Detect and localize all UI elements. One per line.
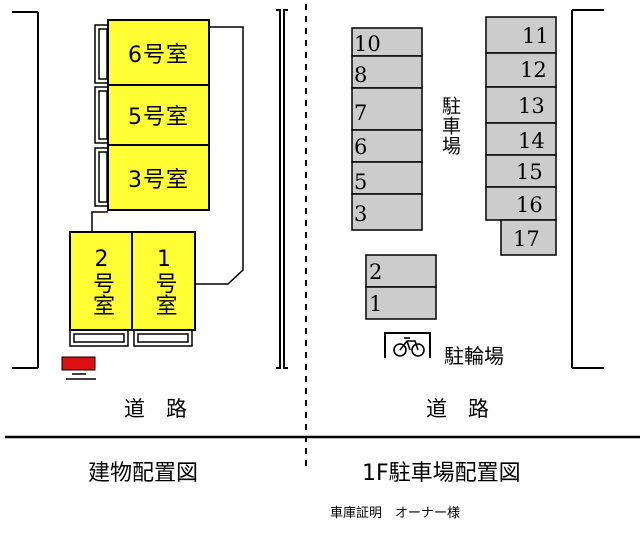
room-5-label: 5号室 [128,105,189,130]
center-boundary-walls [276,9,288,369]
slot-label-11: 11 [522,24,549,48]
slot-label-8: 8 [354,63,368,87]
slot-label-3: 3 [354,202,368,226]
room-2-label: 2号室 [89,246,114,316]
room-5 [107,84,210,146]
parking-slot-5 [351,161,423,195]
parking-slot-7 [351,87,423,131]
building-corridor-outline [91,26,244,285]
parking-slot-14 [485,122,557,156]
parking-slot-11 [485,16,557,54]
building-road-label: 道 路 [124,397,187,421]
parking-slot-6 [351,129,423,163]
parking-slot-17 [500,219,557,256]
parking-area-label: 駐車場 [439,96,461,156]
rooms [69,19,210,331]
parking-slot-16 [485,186,557,221]
room-6-label: 6号室 [128,42,189,68]
room-1 [131,231,196,331]
slot-label-7: 7 [354,101,368,125]
parking-slot-3 [351,193,423,231]
parking-slot-10 [351,27,423,57]
footer-note: 車庫証明 オーナー様 [330,506,461,521]
bicycle-icon [393,337,425,357]
parking-left-column [351,27,423,231]
parking-slot-2b [365,254,437,288]
slot-label-15: 15 [516,160,543,184]
bicycle-parking-frame [384,332,431,358]
slot-label-13: 13 [518,94,545,118]
slot-label-14: 14 [518,129,545,153]
red-marker [61,356,96,380]
slot-label-6: 6 [354,135,368,159]
parking-right-column [485,16,557,256]
slot-label-1: 1 [369,292,383,316]
parking-slot-1b [365,286,437,320]
slot-label-17: 17 [513,227,540,251]
parking-road-label: 道 路 [426,397,489,421]
room-1-label: 1号室 [151,246,177,316]
right-boundary-wall [571,9,604,369]
parking-slot-13 [485,86,557,124]
slot-label-2: 2 [369,260,383,284]
room-3-label: 3号室 [128,167,189,193]
slot-label-16: 16 [516,193,543,217]
slot-label-5: 5 [354,170,368,194]
parking-slot-8 [351,55,423,89]
parking-small-block [365,254,437,320]
slot-label-10: 10 [354,32,381,56]
slot-label-12: 12 [520,58,547,82]
bicycle-parking-label: 駐輪場 [444,344,504,368]
room-6 [107,19,210,86]
room-3 [107,144,210,211]
building-layout-caption: 建物配置図 [88,461,199,486]
parking-layout-caption: 1F駐車場配置図 [362,461,521,486]
left-boundary-wall [12,11,39,369]
